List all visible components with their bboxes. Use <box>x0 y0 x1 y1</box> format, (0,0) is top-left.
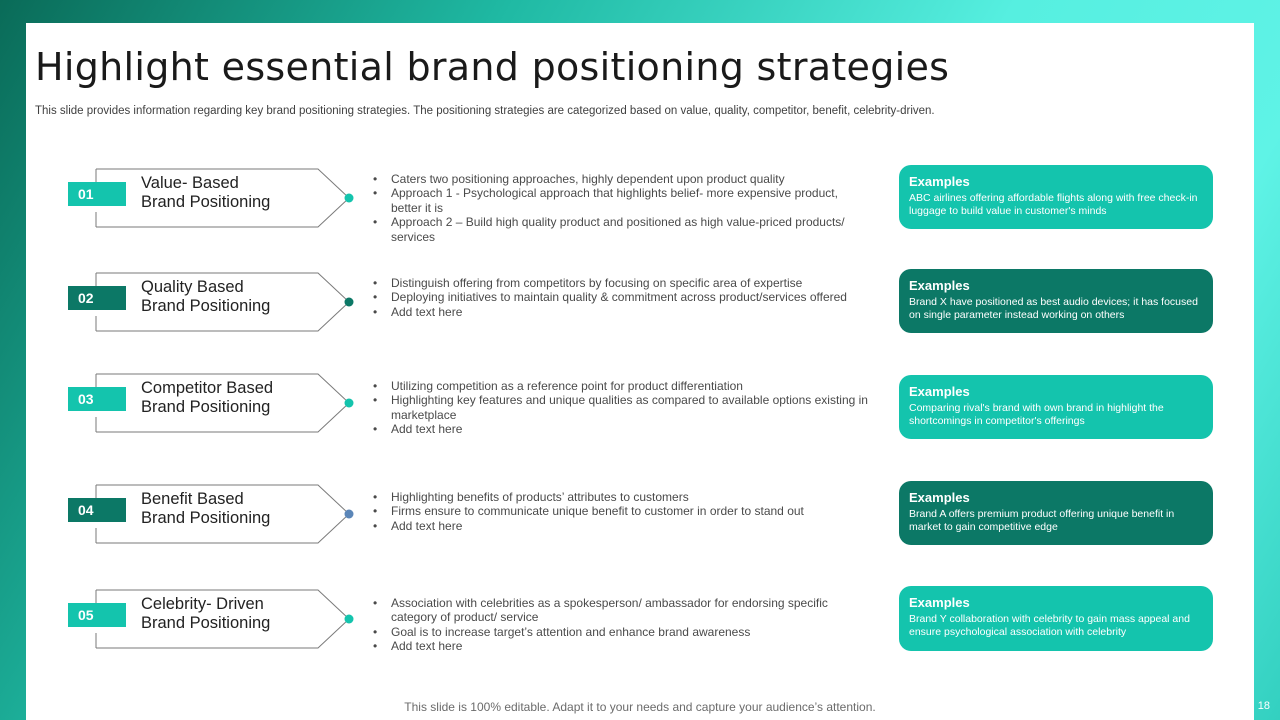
strategy-name-line1: Benefit Based <box>141 490 244 508</box>
dot-icon <box>344 193 354 203</box>
bullet-item: Add text here <box>371 519 871 534</box>
strategy-bullet-list: Highlighting benefits of products’ attri… <box>371 490 871 534</box>
chevron-outline-icon <box>95 373 350 433</box>
strategy-bullet-list: Association with celebrities as a spokes… <box>371 596 871 654</box>
strategy-number-badge: 03 <box>68 387 126 411</box>
dot-icon <box>344 297 354 307</box>
dot-icon <box>344 509 354 519</box>
strategy-name-line1: Quality Based <box>141 278 244 296</box>
strategy-arrow-shape <box>95 589 356 649</box>
example-card: Examples Brand X have positioned as best… <box>899 269 1213 333</box>
example-title: Examples <box>909 278 970 293</box>
page-number: 18 <box>1257 700 1270 712</box>
strategy-number-badge: 05 <box>68 603 126 627</box>
bullet-item: Approach 1 - Psychological approach that… <box>371 186 871 215</box>
example-title: Examples <box>909 384 970 399</box>
dot-icon <box>344 614 354 624</box>
strategy-name: Celebrity- Driven Brand Positioning <box>141 595 341 633</box>
strategy-name-line2: Brand Positioning <box>141 297 271 315</box>
strategy-name-line1: Competitor Based <box>141 379 274 397</box>
example-text: Brand X have positioned as best audio de… <box>909 296 1198 321</box>
example-card: Examples Brand Y collaboration with cele… <box>899 586 1213 651</box>
bullet-item: Goal is to increase target’s attention a… <box>371 625 871 640</box>
example-text: Brand Y collaboration with celebrity to … <box>909 613 1190 638</box>
bullet-item: Add text here <box>371 639 871 654</box>
strategy-name-line1: Celebrity- Driven <box>141 595 264 613</box>
strategy-bullet-list: Caters two positioning approaches, highl… <box>371 172 871 244</box>
strategy-name: Competitor Based Brand Positioning <box>141 379 341 417</box>
strategy-row-3: 03 Competitor Based Brand Positioning Ut… <box>26 370 1254 439</box>
strategy-name-line2: Brand Positioning <box>141 614 271 632</box>
example-card: Examples Comparing rival's brand with ow… <box>899 375 1213 439</box>
strategy-row-2: 02 Quality Based Brand Positioning Disti… <box>26 269 1254 335</box>
example-title: Examples <box>909 595 970 610</box>
strategy-arrow-shape <box>95 373 356 433</box>
example-card: Examples ABC airlines offering affordabl… <box>899 165 1213 229</box>
example-title: Examples <box>909 490 970 505</box>
bullet-item: Deploying initiatives to maintain qualit… <box>371 290 871 305</box>
strategy-row-5: 05 Celebrity- Driven Brand Positioning A… <box>26 586 1254 654</box>
strategy-name: Quality Based Brand Positioning <box>141 278 341 316</box>
strategy-name: Benefit Based Brand Positioning <box>141 490 341 528</box>
bullet-item: Utilizing competition as a reference poi… <box>371 379 871 394</box>
example-text: ABC airlines offering affordable flights… <box>909 192 1198 217</box>
strategy-name-line1: Value- Based <box>141 174 239 192</box>
example-text: Comparing rival's brand with own brand i… <box>909 402 1164 427</box>
strategy-number-badge: 01 <box>68 182 126 206</box>
bullet-item: Approach 2 – Build high quality product … <box>371 215 871 244</box>
bullet-item: Firms ensure to communicate unique benef… <box>371 504 871 519</box>
bullet-item: Association with celebrities as a spokes… <box>371 596 871 625</box>
strategy-name: Value- Based Brand Positioning <box>141 174 341 212</box>
strategy-row-4: 04 Benefit Based Brand Positioning Highl… <box>26 481 1254 547</box>
example-title: Examples <box>909 174 970 189</box>
footer-note: This slide is 100% editable. Adapt it to… <box>404 700 876 714</box>
strategy-number-badge: 04 <box>68 498 126 522</box>
chevron-outline-icon <box>95 589 350 649</box>
bullet-item: Distinguish offering from competitors by… <box>371 276 871 291</box>
strategy-bullet-list: Distinguish offering from competitors by… <box>371 276 871 320</box>
bullet-item: Add text here <box>371 422 871 437</box>
strategy-name-line2: Brand Positioning <box>141 398 271 416</box>
bullet-item: Caters two positioning approaches, highl… <box>371 172 871 187</box>
bullet-item: Add text here <box>371 305 871 320</box>
strategy-name-line2: Brand Positioning <box>141 193 271 211</box>
slide-subtitle: This slide provides information regardin… <box>35 105 935 117</box>
example-text: Brand A offers premium product offering … <box>909 508 1175 533</box>
strategy-number-badge: 02 <box>68 286 126 310</box>
dot-icon <box>344 398 354 408</box>
bullet-item: Highlighting benefits of products’ attri… <box>371 490 871 505</box>
example-card: Examples Brand A offers premium product … <box>899 481 1213 545</box>
bullet-item: Highlighting key features and unique qua… <box>371 393 871 422</box>
strategy-row-1: 01 Value- Based Brand Positioning Caters… <box>26 165 1254 244</box>
slide-canvas: Highlight essential brand positioning st… <box>26 23 1254 720</box>
slide-title: Highlight essential brand positioning st… <box>35 45 950 89</box>
strategy-name-line2: Brand Positioning <box>141 509 271 527</box>
strategy-bullet-list: Utilizing competition as a reference poi… <box>371 379 871 437</box>
